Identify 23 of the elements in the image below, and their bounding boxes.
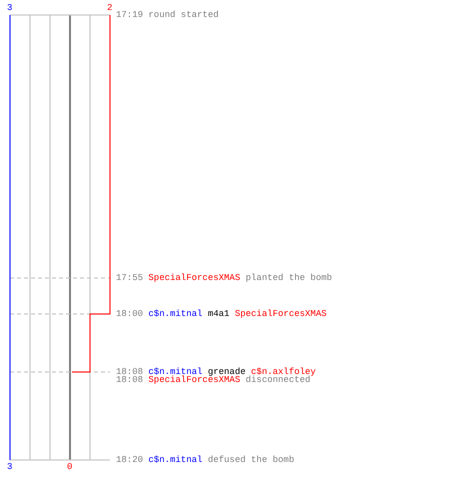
event-text: planted the bomb — [246, 273, 332, 283]
player-count: 0 — [67, 462, 72, 472]
player-count: 3 — [7, 3, 12, 13]
weapon-name: m4a1 — [208, 309, 230, 319]
player-name: c$n.axlfoley — [251, 367, 316, 377]
event-text: round started — [148, 10, 219, 20]
weapon-name: grenade — [208, 367, 246, 377]
event-text: defused the bomb — [208, 455, 294, 465]
player-count: 3 — [7, 462, 12, 472]
player-count: 2 — [107, 3, 112, 13]
timestamp: 18:20 — [116, 455, 144, 465]
timestamp: 18:00 — [116, 309, 144, 319]
player-name: c$n.mitnal — [148, 309, 202, 319]
player-name: c$n.mitnal — [148, 367, 202, 377]
timestamp: 17:19 — [116, 10, 144, 20]
player-name: c$n.mitnal — [148, 455, 202, 465]
event-text: disconnected — [246, 375, 310, 385]
player-name: SpecialForcesXMAS — [148, 375, 240, 385]
player-name: SpecialForcesXMAS — [234, 309, 327, 319]
timestamp: 18:08 — [116, 367, 144, 377]
player-name: SpecialForcesXMAS — [148, 273, 240, 283]
timestamp: 17:55 — [116, 273, 144, 283]
timestamp: 18:08 — [116, 375, 144, 385]
